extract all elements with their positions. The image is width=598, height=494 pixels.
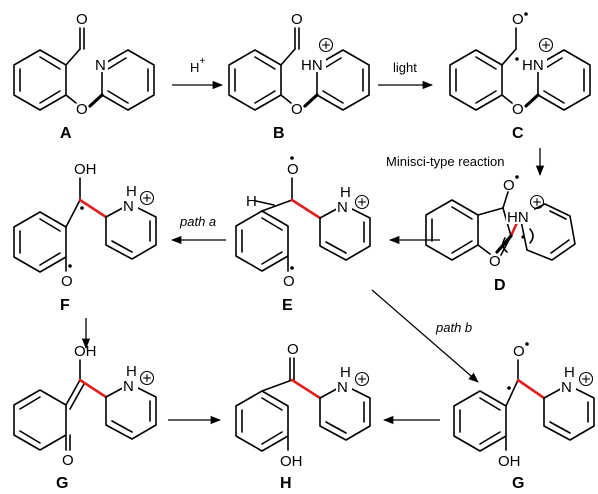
ketone-o: O	[62, 452, 74, 469]
compound-a: O O N A	[13, 11, 155, 142]
carbinol-h: H	[246, 193, 257, 210]
label-h: H	[280, 475, 292, 492]
pyridinium-nh: HN	[507, 209, 529, 226]
ether-o: O	[291, 101, 303, 118]
compound-c: O O HN C	[449, 11, 591, 142]
carbonyl-o: O	[291, 11, 303, 28]
n-hydrogen: H	[126, 363, 137, 380]
pyridinium-nh: N	[561, 379, 572, 396]
arrow-path-b: path b	[371, 289, 479, 383]
plus-charge	[354, 194, 370, 210]
pyridinium-nh: N	[123, 198, 134, 215]
radical-dot	[515, 175, 519, 179]
phenoxy-o: O	[283, 273, 295, 290]
carbonyl-o: O	[76, 11, 88, 28]
pyridine-n: N	[95, 57, 106, 74]
compound-f: OH O N H F	[13, 161, 157, 314]
label-d: D	[494, 277, 506, 294]
plus-charge	[529, 194, 545, 210]
n-hydrogen: H	[340, 184, 351, 201]
radical-dot	[68, 264, 72, 268]
arrow-minisci: Minisci-type reaction	[386, 148, 545, 177]
compound-g-right: O OH N H G	[453, 342, 595, 492]
oxy-radical-o: O	[513, 343, 525, 360]
label-b: B	[273, 125, 285, 142]
n-hydrogen: H	[126, 183, 137, 200]
path-a-label: path a	[179, 214, 216, 229]
plus-charge	[578, 371, 594, 387]
phenol-oh: OH	[498, 453, 521, 470]
compound-h: O OH N H H	[235, 341, 371, 492]
radical-dot	[521, 235, 525, 239]
label-c: C	[512, 125, 524, 142]
pyridinium-nh: N	[337, 199, 348, 216]
plus-charge	[139, 370, 155, 386]
hydroxyl-oh: OH	[74, 343, 97, 360]
compound-g-left: OH O N H G	[13, 343, 157, 492]
radical-dot	[515, 57, 519, 61]
compound-e: H O O N H E	[235, 156, 371, 314]
label-g-left: G	[56, 475, 68, 492]
radical-dot	[524, 12, 528, 16]
arrow-light: light	[378, 60, 434, 90]
oxy-radical-o: O	[503, 177, 515, 194]
ketone-o: O	[287, 341, 299, 358]
radical-dot	[290, 266, 294, 270]
arrow-acid: H+	[172, 56, 224, 90]
arrow-path-a: path a	[170, 214, 226, 245]
label-e: E	[282, 297, 293, 314]
acid-label: H+	[190, 56, 205, 75]
pyridinium-nh: N	[337, 379, 348, 396]
path-b-label: path b	[435, 320, 472, 335]
light-label: light	[393, 60, 417, 75]
compound-d: O O HN D	[425, 175, 576, 294]
compound-b: O O HN B	[228, 11, 370, 142]
oxy-radical-o: O	[512, 11, 524, 28]
label-f: F	[60, 297, 70, 314]
radical-dot	[525, 342, 529, 346]
label-a: A	[60, 125, 72, 142]
ether-o: O	[512, 101, 524, 118]
plus-charge	[538, 37, 554, 53]
radical-dot	[290, 156, 294, 160]
ether-o: O	[76, 101, 88, 118]
radical-dot	[507, 386, 511, 390]
hydroxyl-oh: OH	[74, 161, 97, 178]
minisci-label: Minisci-type reaction	[386, 154, 505, 169]
phenol-oh: OH	[280, 453, 303, 470]
oxy-radical-o: O	[287, 161, 299, 178]
n-hydrogen: H	[564, 364, 575, 381]
label-g-right: G	[512, 475, 524, 492]
pyridinium-nh: HN	[301, 57, 323, 74]
plus-charge	[354, 371, 370, 387]
plus-charge	[318, 37, 334, 53]
phenoxy-o: O	[61, 273, 73, 290]
radical-dot	[80, 206, 84, 210]
pyridinium-nh: N	[123, 378, 134, 395]
n-hydrogen: H	[340, 364, 351, 381]
pyridinium-nh: HN	[522, 57, 544, 74]
furan-o: O	[489, 253, 501, 270]
plus-charge	[139, 190, 155, 206]
